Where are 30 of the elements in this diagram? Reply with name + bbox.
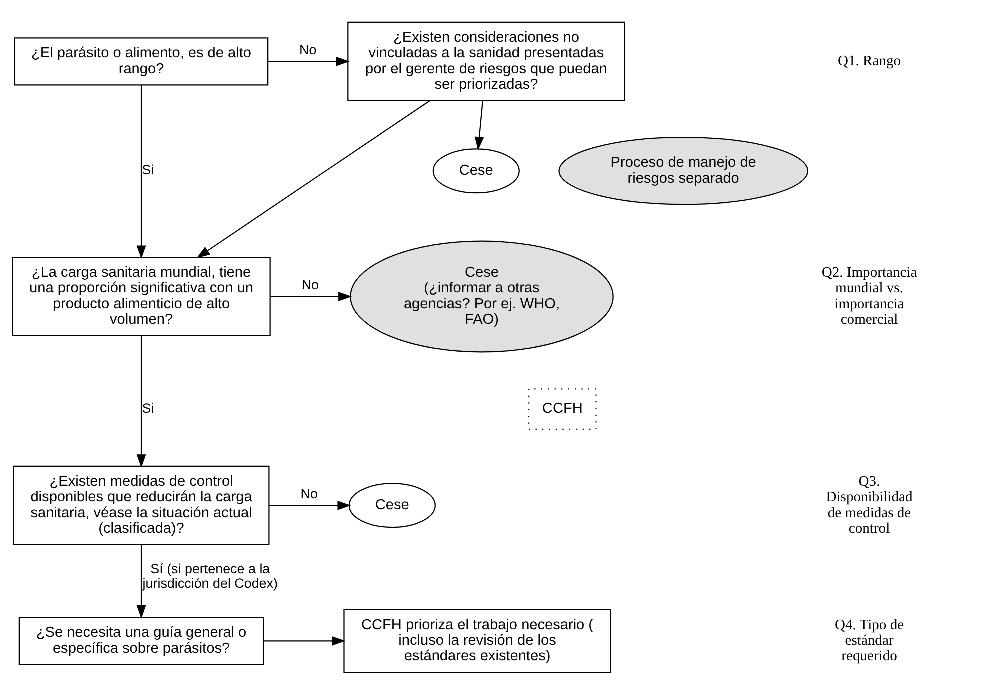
node-box: ¿Se necesita una guía general o específica sobre parásitos? — [18, 617, 264, 666]
node-box: ¿El parásito o alimento, es de alto rango? — [14, 38, 269, 86]
node-box: CCFH — [528, 388, 597, 430]
arrow — [136, 86, 146, 260]
node-box: ¿Existen consideraciones no vinculadas a la sanidad presentadas por el gerente de riesgos que puedan ser priorizadas? — [348, 22, 626, 102]
edge-label: No — [300, 486, 318, 502]
label: Q3. Disponibilidad de medidas de control — [826, 474, 913, 537]
arrow — [136, 336, 146, 468]
node-box: ¿La carga sanitaria mundial, tiene una proporción significativa con un producto alimenticio de alto volumen? — [12, 257, 271, 337]
edge-label: Si — [142, 400, 154, 416]
arrow — [270, 292, 352, 302]
node-ellipse: Cese — [348, 483, 436, 528]
label: Q1. Rango — [838, 53, 902, 70]
arrow — [268, 56, 350, 66]
edge-label: Sí (si pertenece a la jurisdicción del Codex) — [142, 562, 278, 592]
arrow — [196, 100, 430, 258]
node-ellipse: Cese (¿informar a otras agencias? Por ej. WHO, FAO) — [350, 240, 614, 353]
node-box: CCFH prioriza el trabajo necesario ( incluso la revisión de los estándares existentes) — [344, 609, 612, 674]
node-ellipse: Cese — [432, 148, 520, 194]
edge-label: Si — [142, 162, 154, 178]
node-ellipse: Proceso de manejo de riesgos separado — [558, 137, 809, 206]
label: Q2. Importancia mundial vs. importancia comercial — [822, 265, 918, 328]
arrow — [136, 544, 146, 619]
edge-label: No — [300, 42, 317, 58]
edge-label: No — [302, 278, 320, 293]
label: Q4. Tipo de estándar requerido — [834, 617, 904, 665]
arrow — [474, 100, 484, 151]
node-box: ¿Existen medidas de control disponibles que reducirán la carga sanitaria, véase la situación actual (clasificada)? — [13, 466, 270, 546]
arrow — [270, 500, 352, 510]
arrow — [264, 636, 346, 646]
